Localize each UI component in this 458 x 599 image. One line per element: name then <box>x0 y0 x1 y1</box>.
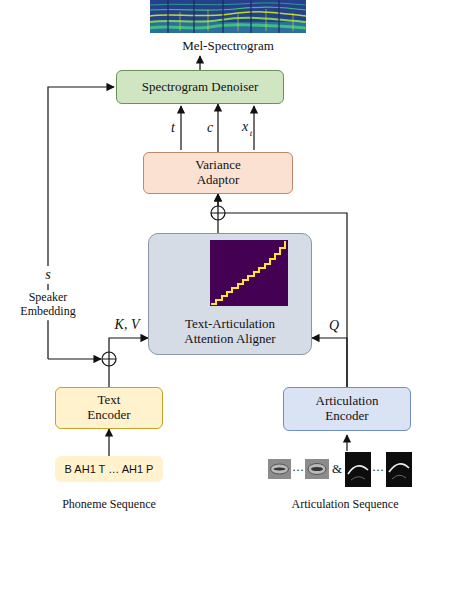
encoder-box: Articulation Encoder <box>283 387 411 431</box>
sequence-box: B AH1 T … AH1 P <box>55 456 163 482</box>
ellipsis: … <box>292 461 304 475</box>
subscript: t <box>250 128 253 138</box>
node-text: Mel-Spectrogram <box>182 39 274 54</box>
process-box: Variance Adaptor <box>143 152 293 194</box>
ampersand: & <box>332 462 342 477</box>
caption-label: Articulation Sequence <box>292 498 399 512</box>
ultrasound-image <box>386 452 412 487</box>
input-arrow <box>180 106 181 150</box>
input-arrow <box>253 106 254 150</box>
connector-arrow <box>199 56 200 70</box>
node-text: B AH1 T … AH1 P <box>65 463 154 476</box>
speaker-line <box>48 358 101 359</box>
output-image: Mel-Spectrogram <box>150 0 306 56</box>
edge-label: K, V <box>115 317 140 333</box>
caption-label: Phoneme Sequence <box>62 498 156 512</box>
node-text: Variance Adaptor <box>183 158 253 188</box>
sum-symbol <box>211 206 225 220</box>
connector-arrow <box>312 338 347 387</box>
sum-symbol <box>102 352 116 366</box>
spectrogram-image <box>150 0 306 33</box>
encoder-box: Text Encoder <box>55 387 163 429</box>
ellipsis: … <box>372 461 384 475</box>
input-arrow <box>346 435 347 451</box>
node-text: Text-Articulation Attention Aligner <box>165 317 295 347</box>
input-symbol: t <box>171 120 175 136</box>
edge-label: c <box>207 120 213 136</box>
edge-label: Q <box>329 318 339 334</box>
ultrasound-image <box>345 452 371 487</box>
input-label: Speaker Embedding <box>14 290 82 320</box>
process-box: Spectrogram Denoiser <box>116 70 284 104</box>
input-symbol: s <box>44 266 51 284</box>
node-text: Spectrogram Denoiser <box>142 80 259 95</box>
node-text: Text Encoder <box>79 393 139 423</box>
lip-image <box>268 459 291 479</box>
attention-map <box>210 240 288 306</box>
connector-arrow <box>217 104 218 152</box>
lip-image <box>305 459 329 479</box>
node-text: Articulation Encoder <box>302 394 392 424</box>
input-symbol: x <box>242 119 248 135</box>
connector-arrow <box>108 429 109 456</box>
